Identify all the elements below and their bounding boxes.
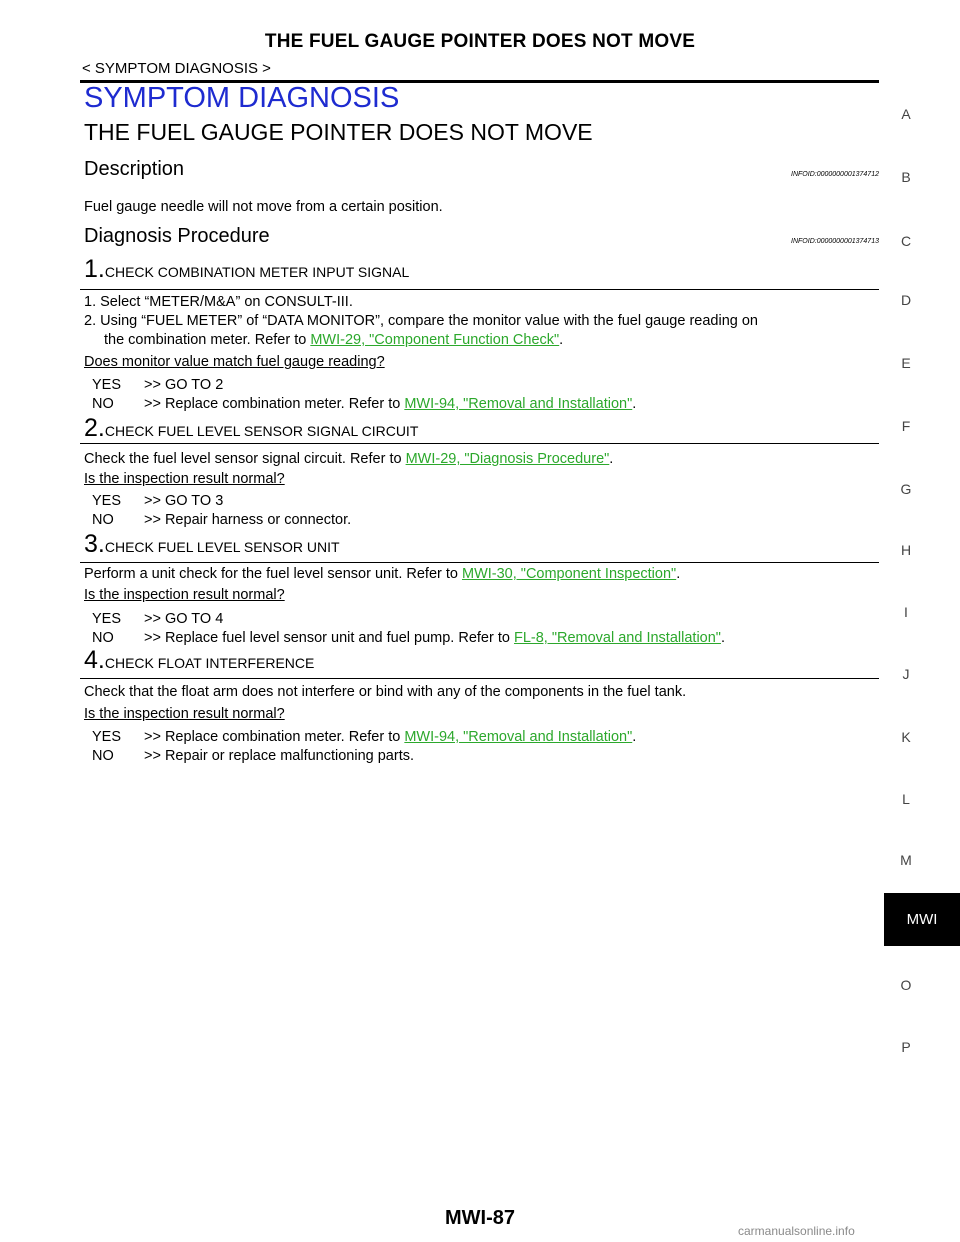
no-key: NO xyxy=(92,512,114,528)
yes-value: >> GO TO 4 xyxy=(144,611,224,627)
step4-no: NO >> Repair or replace malfunctioning pa… xyxy=(92,748,414,764)
step2-header: 2.CHECK FUEL LEVEL SENSOR SIGNAL CIRCUIT xyxy=(84,414,418,443)
no-value: >> Repair or replace malfunctioning part… xyxy=(144,748,415,764)
no-key: NO xyxy=(92,396,114,412)
step4-header: 4.CHECK FLOAT INTERFERENCE xyxy=(84,646,314,675)
step3-no-link[interactable]: FL-8, "Removal and Installation" xyxy=(513,630,721,646)
yes-key: YES xyxy=(92,729,122,745)
step1-yes: YES >> GO TO 2 xyxy=(92,377,223,393)
step4-question: Is the inspection result normal? xyxy=(84,706,285,722)
page-number: MWI-87 xyxy=(445,1207,515,1229)
side-index-o[interactable]: O xyxy=(900,977,912,993)
no-value: >> Replace combination meter. Refer to xyxy=(144,396,405,412)
side-index-g[interactable]: G xyxy=(900,481,912,497)
side-index-p[interactable]: P xyxy=(901,1039,911,1055)
no-value: >> Replace fuel level sensor unit and fu… xyxy=(144,630,514,646)
side-index-k[interactable]: K xyxy=(901,729,911,745)
yes-key: YES xyxy=(92,611,122,627)
side-index-h[interactable]: H xyxy=(900,542,912,558)
step1-header: 1.CHECK COMBINATION METER INPUT SIGNAL xyxy=(84,255,409,284)
yes-key: YES xyxy=(92,377,122,393)
step1-line3: the combination meter. Refer to MWI-29, … xyxy=(104,332,563,348)
step3-number: 3. xyxy=(84,530,105,558)
side-tab-mwi[interactable]: MWI xyxy=(884,893,960,946)
side-index-b[interactable]: B xyxy=(901,169,911,185)
no-end: . xyxy=(632,396,637,412)
step2-line1-text: Check the fuel level sensor signal circu… xyxy=(84,451,406,467)
side-index-m[interactable]: M xyxy=(900,852,912,868)
step3-line1-text: Perform a unit check for the fuel level … xyxy=(84,566,462,582)
yes-value: >> Replace combination meter. Refer to xyxy=(144,729,405,745)
step3-title: CHECK FUEL LEVEL SENSOR UNIT xyxy=(104,539,340,555)
step2-line1-end: . xyxy=(609,451,614,467)
watermark: carmanualsonline.info xyxy=(738,1224,855,1238)
side-index-f[interactable]: F xyxy=(901,418,911,434)
step1-number: 1. xyxy=(84,255,105,283)
description-heading: Description xyxy=(84,158,185,180)
step3-ref-link[interactable]: MWI-30, "Component Inspection" xyxy=(461,566,677,582)
step3-line1: Perform a unit check for the fuel level … xyxy=(84,566,680,582)
side-index-l[interactable]: L xyxy=(902,791,910,807)
step3-rule xyxy=(80,562,879,563)
no-key: NO xyxy=(92,748,114,764)
subsection-title: THE FUEL GAUGE POINTER DOES NOT MOVE xyxy=(84,119,593,145)
step1-ref-link[interactable]: MWI-29, "Component Function Check" xyxy=(310,332,560,348)
step1-no: NO >> Replace combination meter. Refer to… xyxy=(92,396,636,412)
step2-yes: YES >> GO TO 3 xyxy=(92,493,223,509)
step2-rule xyxy=(80,443,879,444)
step3-no: NO >> Replace fuel level sensor unit and … xyxy=(92,630,725,646)
procedure-infoid: INFOID:0000000001374713 xyxy=(791,238,879,245)
no-value: >> Repair harness or connector. xyxy=(144,512,352,528)
step1-line1: 1. Select “METER/M&A” on CONSULT-III. xyxy=(84,294,353,310)
step2-number: 2. xyxy=(84,414,105,442)
step1-line2: 2. Using “FUEL METER” of “DATA MONITOR”,… xyxy=(84,313,758,329)
step4-yes: YES >> Replace combination meter. Refer t… xyxy=(92,729,636,745)
section-title: SYMPTOM DIAGNOSIS xyxy=(84,82,400,114)
side-index-e[interactable]: E xyxy=(901,355,911,371)
step1-rule xyxy=(80,289,879,290)
side-index-i[interactable]: I xyxy=(904,604,908,620)
step3-question: Is the inspection result normal? xyxy=(84,587,285,603)
side-index-a[interactable]: A xyxy=(901,106,911,122)
step2-question: Is the inspection result normal? xyxy=(84,471,285,487)
step1-title: CHECK COMBINATION METER INPUT SIGNAL xyxy=(104,264,410,280)
step2-title: CHECK FUEL LEVEL SENSOR SIGNAL CIRCUIT xyxy=(104,423,419,439)
description-text: Fuel gauge needle will not move from a c… xyxy=(84,199,443,215)
yes-key: YES xyxy=(92,493,122,509)
step1-line3-text: the combination meter. Refer to xyxy=(104,332,311,348)
step2-line1: Check the fuel level sensor signal circu… xyxy=(84,451,613,467)
yes-value: >> GO TO 2 xyxy=(144,377,224,393)
side-index-c[interactable]: C xyxy=(900,233,912,249)
breadcrumb: < SYMPTOM DIAGNOSIS > xyxy=(82,60,271,77)
step1-no-link[interactable]: MWI-94, "Removal and Installation" xyxy=(404,396,633,412)
page-title: THE FUEL GAUGE POINTER DOES NOT MOVE xyxy=(264,31,696,52)
step4-yes-link[interactable]: MWI-94, "Removal and Installation" xyxy=(404,729,633,745)
no-end: . xyxy=(720,630,725,646)
no-key: NO xyxy=(92,630,114,646)
step4-rule xyxy=(80,678,879,679)
step3-yes: YES >> GO TO 4 xyxy=(92,611,223,627)
side-index-j[interactable]: J xyxy=(902,666,910,682)
side-index-d[interactable]: D xyxy=(900,292,912,308)
step3-line1-end: . xyxy=(676,566,681,582)
yes-end: . xyxy=(632,729,637,745)
step4-line1: Check that the float arm does not interf… xyxy=(84,684,687,700)
procedure-heading: Diagnosis Procedure xyxy=(84,225,270,247)
step3-header: 3.CHECK FUEL LEVEL SENSOR UNIT xyxy=(84,530,340,559)
step1-question: Does monitor value match fuel gauge read… xyxy=(84,354,385,370)
step4-number: 4. xyxy=(84,646,105,674)
yes-value: >> GO TO 3 xyxy=(144,493,224,509)
step1-line3-end: . xyxy=(559,332,564,348)
description-infoid: INFOID:0000000001374712 xyxy=(791,171,879,178)
step4-title: CHECK FLOAT INTERFERENCE xyxy=(104,655,315,671)
header-divider xyxy=(80,80,879,83)
step2-ref-link[interactable]: MWI-29, "Diagnosis Procedure" xyxy=(405,451,610,467)
step2-no: NO >> Repair harness or connector. xyxy=(92,512,351,528)
